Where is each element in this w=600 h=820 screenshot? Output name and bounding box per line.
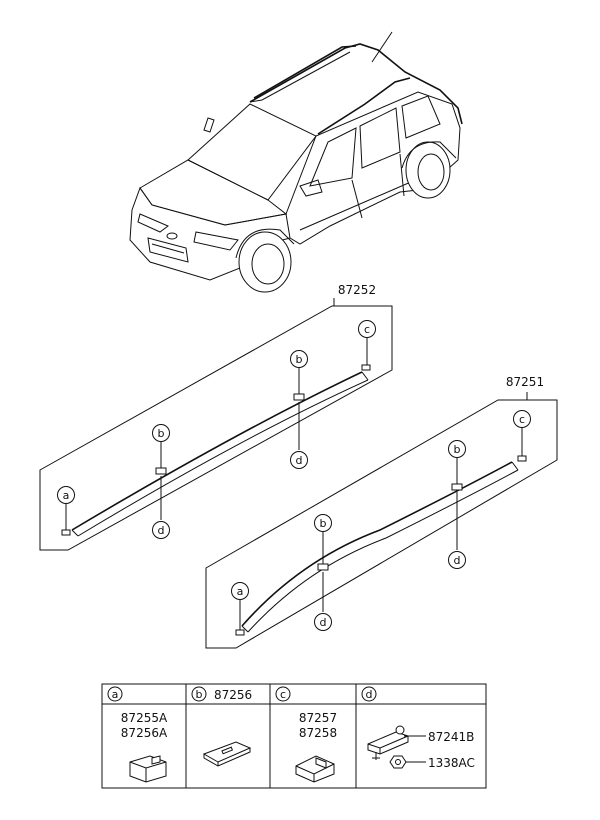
legend-part-number: 87241B <box>428 730 474 744</box>
legend-cell-b: b 87256 <box>191 686 252 767</box>
callout-b: b <box>152 424 170 442</box>
legend-part-number: 87256 <box>214 688 252 702</box>
svg-text:d: d <box>158 524 165 537</box>
svg-text:b: b <box>454 443 461 456</box>
callout-d: d <box>448 551 466 569</box>
legend-cell-d: d 87241B 1338AC <box>361 686 475 770</box>
svg-text:c: c <box>280 688 286 701</box>
svg-text:b: b <box>320 517 327 530</box>
legend-part-number: 87256A <box>121 726 168 740</box>
callout-d: d <box>290 451 308 469</box>
legend-cell-a: a 87255A 87256A <box>107 686 168 783</box>
legend-part-number: 87258 <box>299 726 337 740</box>
svg-text:b: b <box>158 427 165 440</box>
part-label-87252: 87252 <box>338 283 376 297</box>
parts-legend-table: a 87255A 87256A b 87256 c 87257 87258 <box>101 683 487 789</box>
callout-a: a <box>231 582 249 600</box>
svg-text:d: d <box>296 454 303 467</box>
callout-c: c <box>513 410 531 428</box>
callout-b: b <box>448 440 466 458</box>
callout-b: b <box>314 514 332 532</box>
legend-cell-c: c 87257 87258 <box>275 686 337 783</box>
part-label-87251: 87251 <box>506 375 544 389</box>
svg-text:a: a <box>63 489 70 502</box>
callout-c: c <box>358 320 376 338</box>
callout-b: b <box>290 350 308 368</box>
svg-text:b: b <box>296 353 303 366</box>
svg-text:d: d <box>320 616 327 629</box>
callout-d: d <box>152 521 170 539</box>
callout-a: a <box>57 486 75 504</box>
vehicle-illustration <box>129 31 463 293</box>
svg-text:b: b <box>196 688 203 701</box>
part-group-87252: 87252 a c b d b d <box>39 283 393 551</box>
svg-text:a: a <box>112 688 119 701</box>
svg-text:d: d <box>454 554 461 567</box>
svg-text:a: a <box>237 585 244 598</box>
legend-part-number: 87255A <box>121 711 168 725</box>
legend-part-number: 1338AC <box>428 756 475 770</box>
part-group-87251: 87251 a c b d b d <box>205 375 558 649</box>
svg-text:d: d <box>366 688 373 701</box>
svg-text:c: c <box>519 413 525 426</box>
svg-text:c: c <box>364 323 370 336</box>
legend-part-number: 87257 <box>299 711 337 725</box>
callout-d: d <box>314 613 332 631</box>
